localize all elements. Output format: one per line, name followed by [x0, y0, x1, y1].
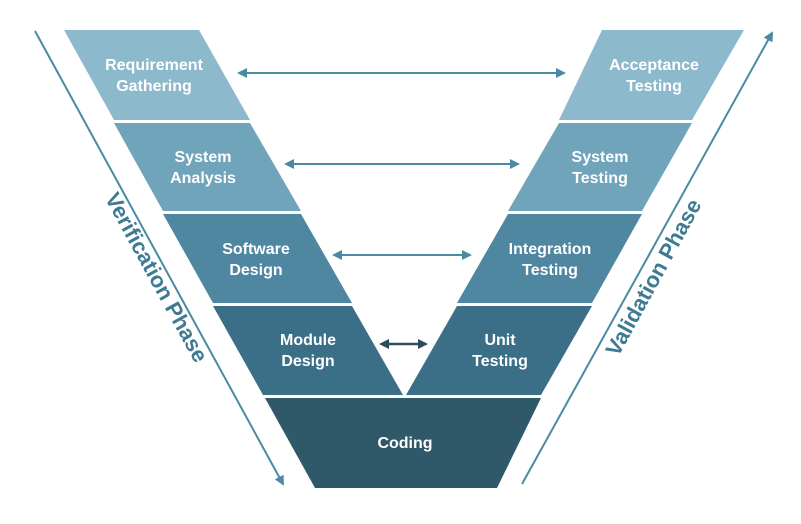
left-stage-3-shape [163, 214, 352, 303]
right-stage-3-line1: Integration [509, 241, 592, 258]
left-stage-2: System Analysis [114, 123, 301, 211]
left-stage-2-line2: Analysis [170, 170, 236, 187]
right-stage-4-shape [406, 306, 592, 395]
validation-phase-arrow [521, 31, 773, 485]
right-stage-1-shape [559, 30, 744, 120]
left-stage-1-line1: Requirement [105, 57, 203, 74]
left-stage-4-line1: Module [280, 332, 336, 349]
verification-phase-arrow [34, 30, 284, 486]
left-stage-3-line2: Design [229, 262, 282, 279]
right-stage-2: System Testing [508, 123, 692, 211]
right-stage-2-shape [508, 123, 692, 211]
left-stage-2-line1: System [175, 149, 232, 166]
right-stage-4: Unit Testing [406, 306, 592, 395]
left-stage-1-line2: Gathering [116, 78, 192, 95]
left-stage-4: Module Design [213, 306, 403, 395]
right-stage-4-line2: Testing [472, 353, 528, 370]
right-stage-2-line1: System [572, 149, 629, 166]
left-stage-1-shape [64, 30, 250, 120]
bottom-stage-label: Coding [377, 435, 432, 452]
right-stage-1: Acceptance Testing [559, 30, 744, 120]
right-stage-3: Integration Testing [457, 214, 642, 303]
right-stage-4-line1: Unit [484, 332, 516, 349]
left-stage-3-line1: Software [222, 241, 290, 258]
right-stage-2-line2: Testing [572, 170, 628, 187]
bottom-stage-shape [265, 398, 541, 488]
right-stage-1-line2: Testing [626, 78, 682, 95]
right-stage-1-line1: Acceptance [609, 57, 699, 74]
bottom-stage-coding: Coding [265, 398, 541, 488]
left-stage-2-shape [114, 123, 301, 211]
right-stage-3-line2: Testing [522, 262, 578, 279]
left-stage-4-line2: Design [281, 353, 334, 370]
left-stage-3: Software Design [163, 214, 352, 303]
right-stage-3-shape [457, 214, 642, 303]
left-stage-4-shape [213, 306, 403, 395]
left-stage-1: Requirement Gathering [64, 30, 250, 120]
